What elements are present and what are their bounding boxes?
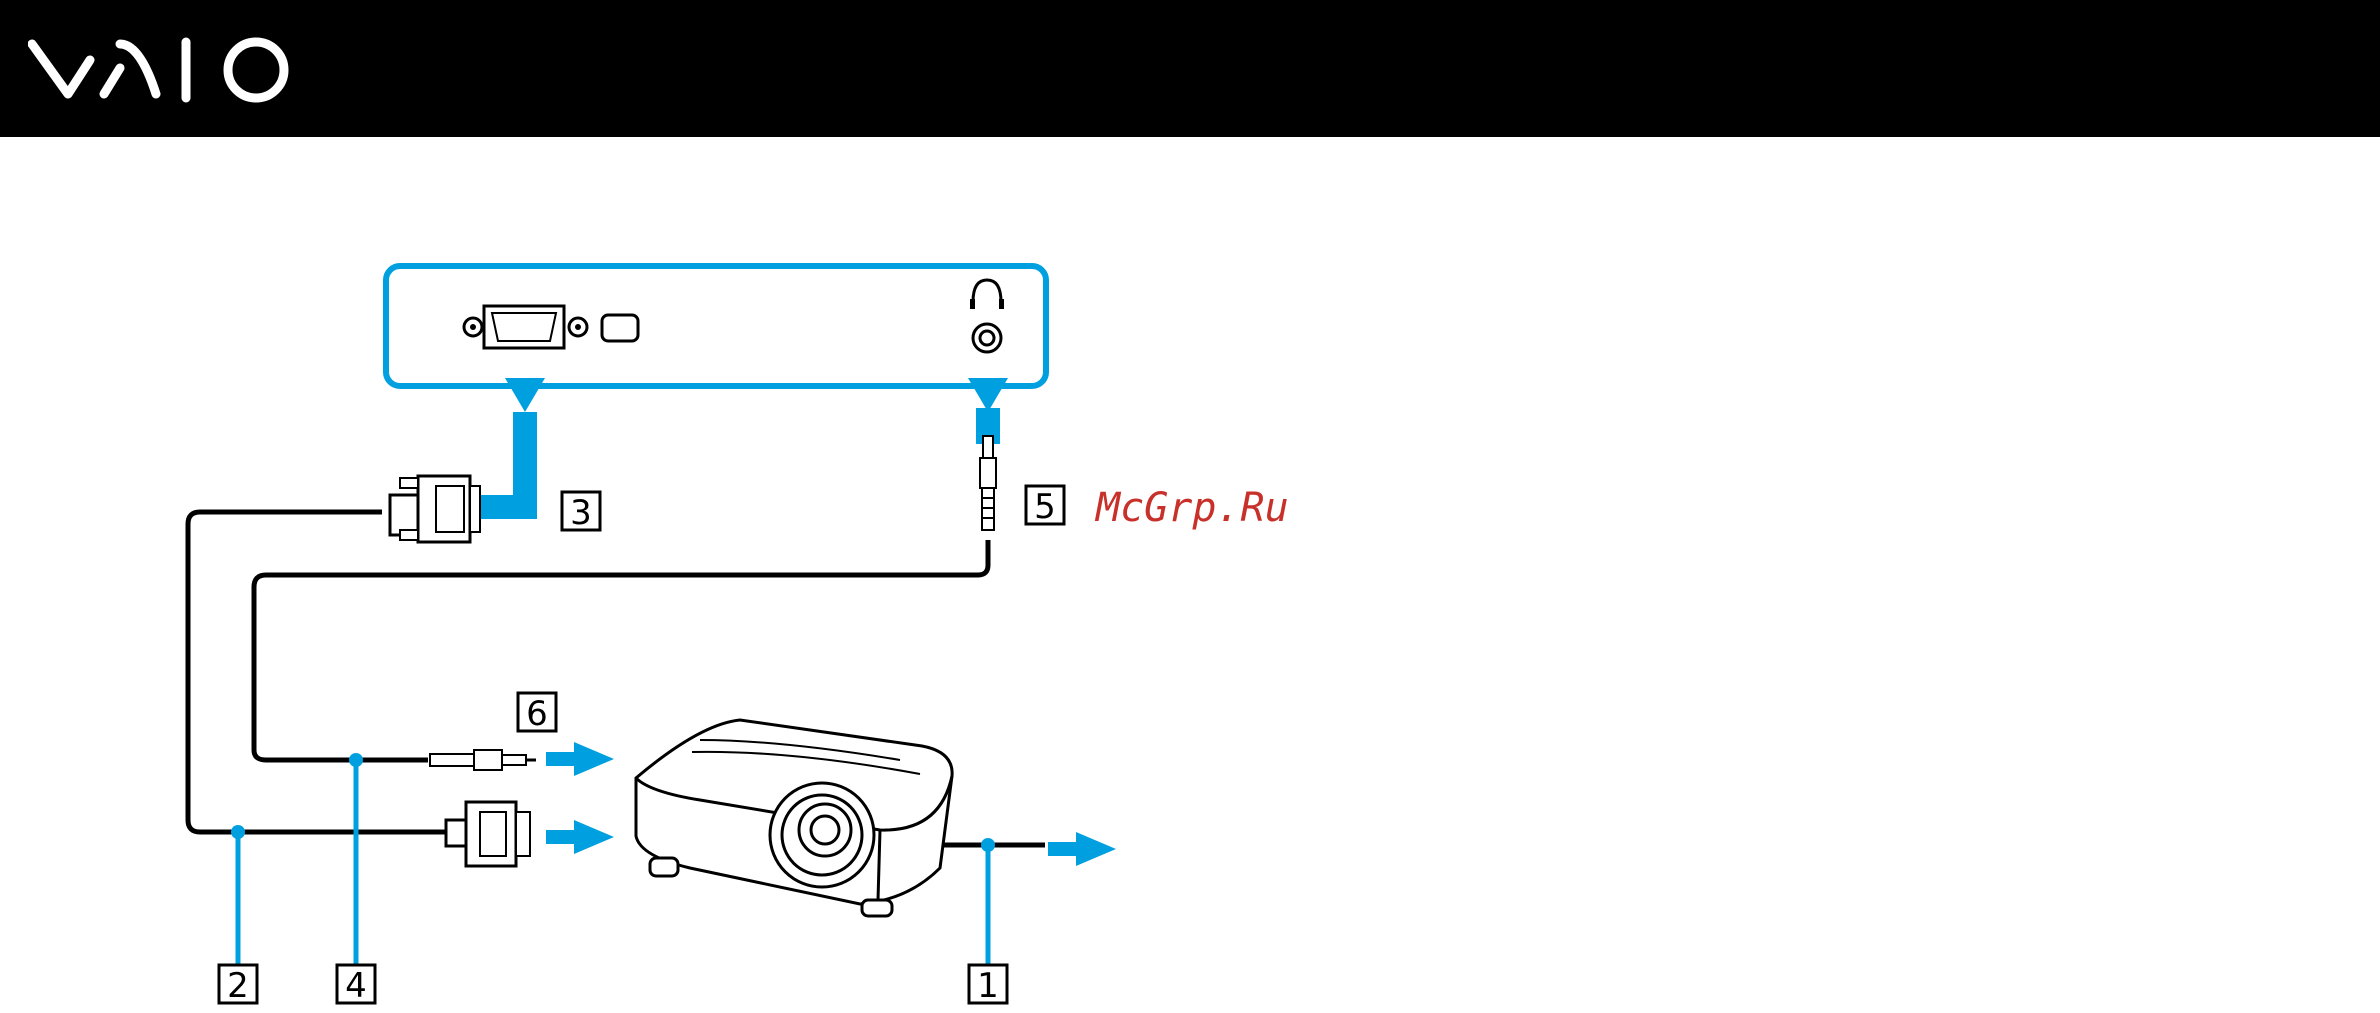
watermark-text: McGrp.Ru <box>1094 485 1289 531</box>
audio-plug-top <box>980 436 996 530</box>
vga-connector-bottom <box>446 802 530 866</box>
up-arrow-monitor <box>505 378 545 412</box>
svg-text:2: 2 <box>227 966 249 1006</box>
right-arrow-video <box>546 820 614 854</box>
svg-text:3: 3 <box>570 493 592 533</box>
projector-connection-diagram: 1 2 3 4 5 6 McGrp.Ru <box>0 137 2380 1013</box>
projector-illustration <box>636 720 952 916</box>
svg-text:5: 5 <box>1034 487 1056 527</box>
computer-port-panel <box>386 266 1046 386</box>
svg-text:6: 6 <box>526 694 548 734</box>
callout-2: 2 <box>219 965 257 1006</box>
audio-plug-bottom <box>430 750 536 770</box>
svg-text:1: 1 <box>977 966 999 1006</box>
up-arrow-audio <box>968 378 1008 412</box>
callout-4: 4 <box>337 965 375 1006</box>
right-arrow-power <box>1048 832 1116 866</box>
callout-1: 1 <box>969 965 1007 1006</box>
svg-text:4: 4 <box>345 966 367 1006</box>
callout-6: 6 <box>518 693 556 734</box>
callout-5: 5 <box>1026 486 1064 527</box>
callout-3: 3 <box>562 492 600 533</box>
page-header <box>0 0 2380 137</box>
right-arrow-audio <box>546 742 614 776</box>
vga-connector-top <box>390 476 480 542</box>
vaio-logo <box>28 36 308 104</box>
